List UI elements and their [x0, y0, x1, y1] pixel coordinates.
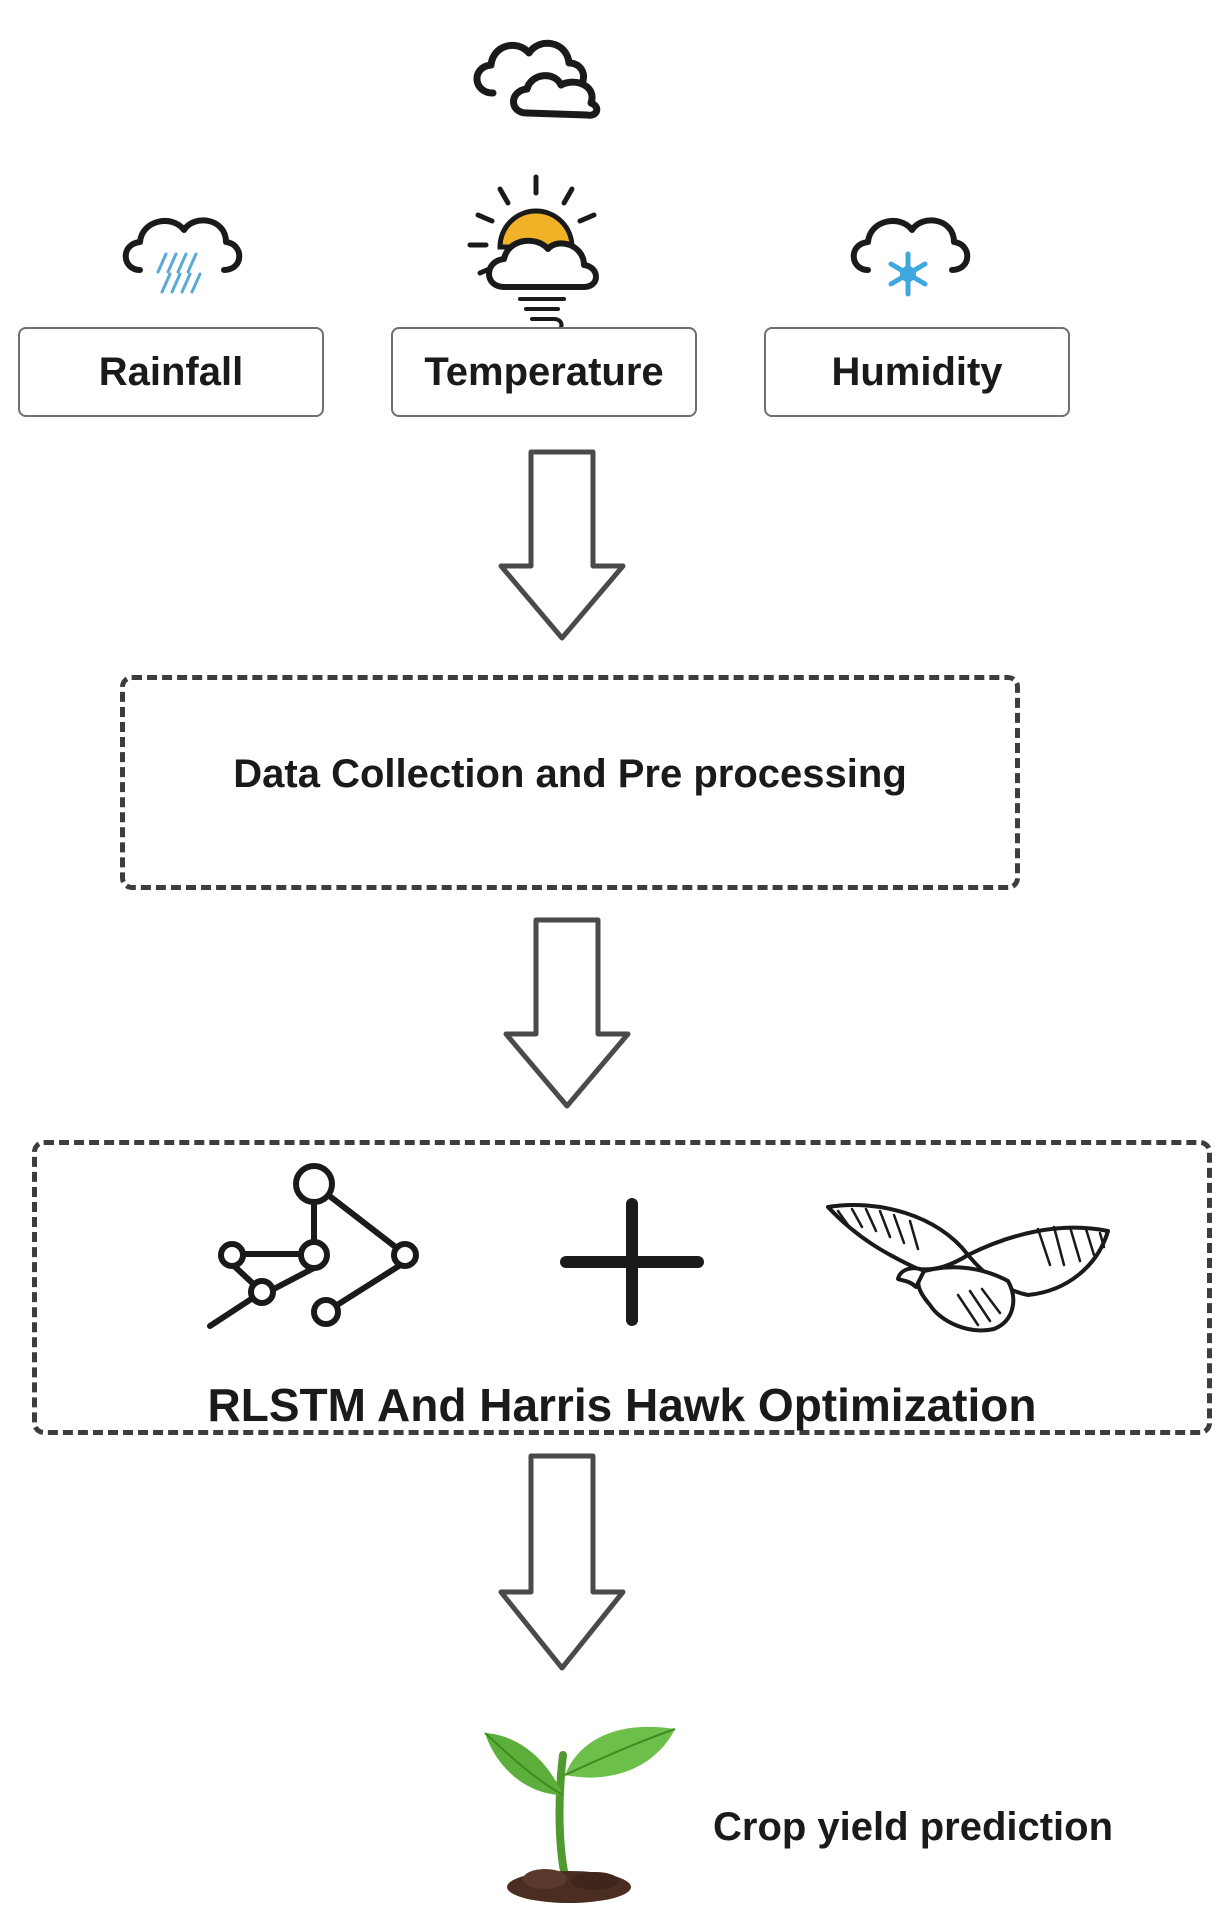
output-label: Crop yield prediction: [713, 1805, 1114, 1849]
down-arrow-3: [498, 1453, 626, 1671]
humidity-box: Humidity: [764, 327, 1070, 417]
preprocessing-label: Data Collection and Pre processing: [233, 752, 907, 796]
humidity-label: Humidity: [831, 349, 1003, 394]
model-label: RLSTM And Harris Hawk Optimization: [207, 1379, 1037, 1431]
rainfall-box: Rainfall: [18, 327, 324, 417]
temperature-box: Temperature: [391, 327, 697, 417]
snow-cloud-icon: [850, 217, 971, 297]
cloud-icon: [473, 39, 601, 119]
rainfall-label: Rainfall: [98, 349, 244, 394]
preprocessing-box: [120, 675, 1020, 890]
plus-icon: [560, 1198, 704, 1326]
hawk-icon: [826, 1203, 1110, 1333]
down-arrow-2: [503, 917, 631, 1109]
seedling-icon: [484, 1726, 676, 1903]
neural-network-icon: [207, 1163, 419, 1329]
rain-cloud-icon: [122, 217, 243, 294]
sun-cloud-wind-icon: [467, 174, 599, 333]
model-box: [32, 1140, 1212, 1435]
down-arrow-1: [498, 449, 626, 641]
temperature-label: Temperature: [424, 349, 664, 394]
